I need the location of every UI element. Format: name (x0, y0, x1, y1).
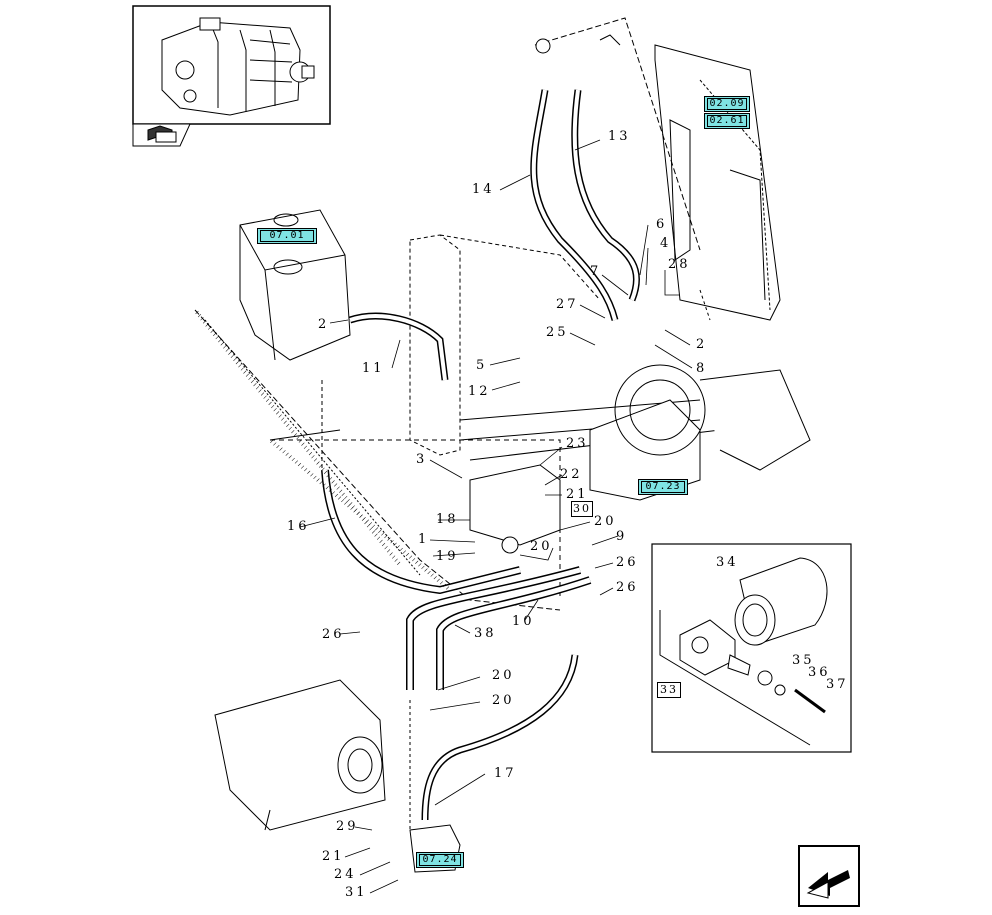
filter-detail-inset (651, 543, 852, 753)
callout-3: 3 (416, 452, 427, 467)
callout-20-c: 20 (492, 668, 515, 683)
callout-7: 7 (590, 264, 601, 279)
callout-35: 35 (792, 653, 815, 668)
callout-24: 24 (334, 867, 357, 882)
callout-11: 11 (362, 361, 385, 376)
callout-10: 10 (512, 614, 535, 629)
callout-23: 23 (566, 436, 589, 451)
callout-18: 18 (436, 512, 459, 527)
callout-13: 13 (608, 129, 631, 144)
reference-link-07-01[interactable]: 07.01 (257, 228, 317, 244)
leader-lines (299, 139, 791, 894)
callout-29: 29 (336, 819, 359, 834)
book-icon[interactable] (132, 123, 191, 147)
callout-20-d: 20 (492, 693, 515, 708)
callout-8: 8 (696, 361, 707, 376)
callout-28: 28 (668, 257, 691, 272)
callout-19: 19 (436, 549, 459, 564)
callout-2-right: 2 (696, 337, 707, 352)
callout-38: 38 (474, 626, 497, 641)
callout-20-b: 20 (530, 539, 553, 554)
callouts: 13 14 6 4 7 28 27 25 2 8 2 11 5 12 3 23 … (287, 129, 849, 900)
callout-31: 31 (345, 885, 368, 900)
callout-16: 16 (287, 519, 310, 534)
callout-21-upper: 21 (566, 487, 589, 502)
callout-4: 4 (660, 236, 671, 251)
callout-14: 14 (472, 182, 495, 197)
callout-26-a: 26 (616, 555, 639, 570)
pump-thumbnail-icon[interactable] (132, 5, 331, 125)
reference-link-07-23[interactable]: 07.23 (638, 479, 688, 495)
callout-5: 5 (476, 358, 487, 373)
callout-26-b: 26 (616, 580, 639, 595)
callout-6: 6 (656, 217, 667, 232)
callout-2-left: 2 (318, 317, 329, 332)
callout-21-lower: 21 (322, 849, 345, 864)
reference-link-02-09[interactable]: 02.09 (704, 96, 750, 112)
callout-12: 12 (468, 384, 491, 399)
reference-link-02-61[interactable]: 02.61 (704, 113, 750, 129)
callout-27: 27 (556, 297, 579, 312)
callout-30-boxed: 30 (571, 501, 593, 517)
reference-link-07-24[interactable]: 07.24 (416, 852, 464, 868)
callout-20-a: 20 (594, 514, 617, 529)
callout-26-c: 26 (322, 627, 345, 642)
callout-33-boxed: 33 (657, 682, 681, 698)
callout-37: 37 (826, 677, 849, 692)
callout-36: 36 (808, 665, 831, 680)
callout-22: 22 (560, 467, 583, 482)
callout-34: 34 (716, 555, 739, 570)
callout-1: 1 (418, 532, 429, 547)
callout-25: 25 (546, 325, 569, 340)
callout-17: 17 (494, 766, 517, 781)
previous-page-arrow-icon[interactable] (798, 845, 860, 907)
callout-9: 9 (616, 529, 627, 544)
